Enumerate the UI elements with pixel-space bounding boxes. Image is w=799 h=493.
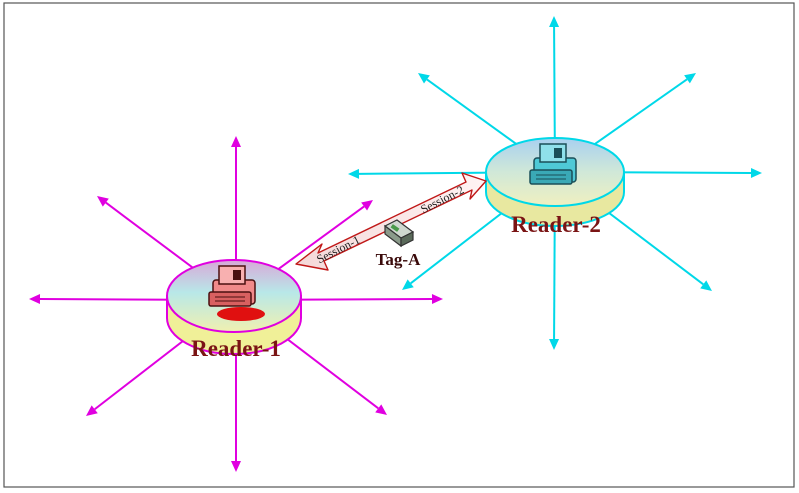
reader-1-ray-6-arrowhead: [86, 405, 98, 416]
reader-1-ray-7-arrowhead: [29, 294, 41, 305]
reader-1-label: Reader-1: [191, 336, 281, 361]
reader-2-printer-icon: [529, 143, 577, 185]
reader-1-node: Reader-1: [166, 259, 302, 361]
tag-a-label: Tag-A: [376, 250, 421, 269]
reader-1-ray-1-arrowhead: [231, 136, 241, 147]
reader-1-ray-4-arrowhead: [375, 404, 387, 415]
reader-2-ray-6-arrowhead: [402, 279, 414, 290]
tag-a-node: Tag-A: [376, 219, 421, 269]
reader-2-node: Reader-2: [485, 137, 625, 237]
reader-1-printer-icon: [208, 265, 265, 321]
reader-2-ray-5-arrowhead: [549, 338, 560, 350]
reader-1-ray-3-arrowhead: [431, 294, 443, 305]
reader-1-ray-8-arrowhead: [97, 196, 109, 207]
session-arrow: [295, 172, 487, 271]
reader-1-ray-5-arrowhead: [231, 461, 241, 472]
reader-2-ray-7-arrowhead: [348, 168, 360, 179]
reader-2-ray-1-arrowhead: [549, 16, 560, 28]
tag-device-icon: [383, 219, 415, 248]
reader-2-ray-8-arrowhead: [418, 73, 430, 84]
reader-2-ray-3-arrowhead: [750, 167, 762, 178]
reader-1-ray-2-arrowhead: [361, 200, 373, 211]
reader-2-label: Reader-2: [511, 212, 601, 237]
reader-2-ray-4-arrowhead: [700, 280, 712, 291]
reader-2-ray-2-arrowhead: [684, 73, 696, 84]
